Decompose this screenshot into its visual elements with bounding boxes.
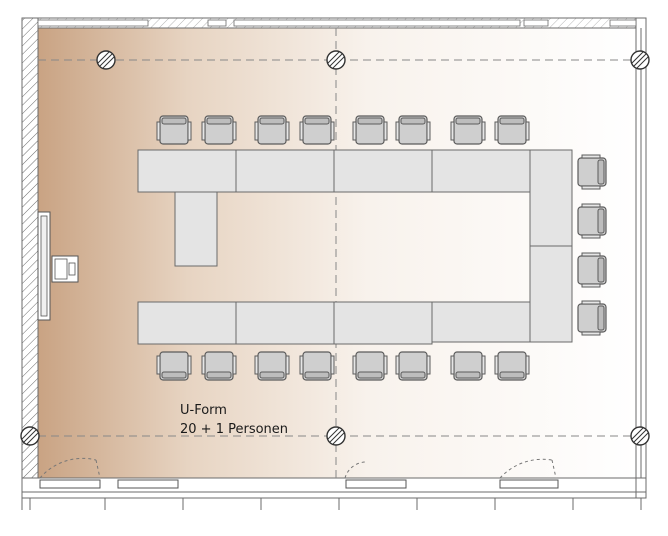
table-segment — [529, 245, 573, 343]
pillar-icon — [630, 426, 650, 446]
chair-icon — [202, 352, 236, 380]
radiator-icon — [39, 479, 559, 489]
chair-icon — [578, 301, 606, 335]
table-segment — [431, 149, 531, 193]
chair-icon — [156, 115, 192, 145]
chair-icon — [352, 115, 388, 145]
chair-icon — [201, 115, 237, 145]
chair-icon — [157, 352, 191, 380]
chair-icon — [353, 352, 387, 380]
chair-icon — [451, 352, 485, 380]
table-segment — [431, 301, 531, 343]
chair-icon — [396, 352, 430, 380]
chair-icon — [395, 115, 431, 145]
table-segment — [235, 301, 335, 345]
table-segment — [235, 149, 335, 193]
chair-icon — [254, 115, 290, 145]
chair-icon — [450, 115, 486, 145]
layout-name: U-Form — [180, 403, 227, 418]
side-table — [174, 191, 218, 267]
pillar-icon — [630, 50, 650, 70]
chair-icon — [495, 352, 529, 380]
chair-icon — [494, 115, 530, 145]
wall-board — [37, 211, 51, 321]
chair-icon — [578, 204, 606, 238]
chair-icon — [299, 115, 335, 145]
pillar-icon — [326, 50, 346, 70]
door-icon — [39, 457, 557, 479]
table-segment — [137, 149, 237, 193]
lectern-icon — [51, 255, 79, 283]
chair-icon — [255, 352, 289, 380]
table-segment — [529, 149, 573, 247]
chair-icon — [578, 155, 606, 189]
table-segment — [333, 301, 433, 345]
chair-icon — [300, 352, 334, 380]
pillar-icon — [20, 426, 40, 446]
capacity-label: 20 + 1 Personen — [180, 422, 288, 437]
u-table-arrangement — [137, 149, 573, 345]
table-segment — [137, 301, 237, 345]
pillar-icon — [326, 426, 346, 446]
pillar-icon — [96, 50, 116, 70]
chair-icon — [578, 253, 606, 287]
table-segment — [333, 149, 433, 193]
